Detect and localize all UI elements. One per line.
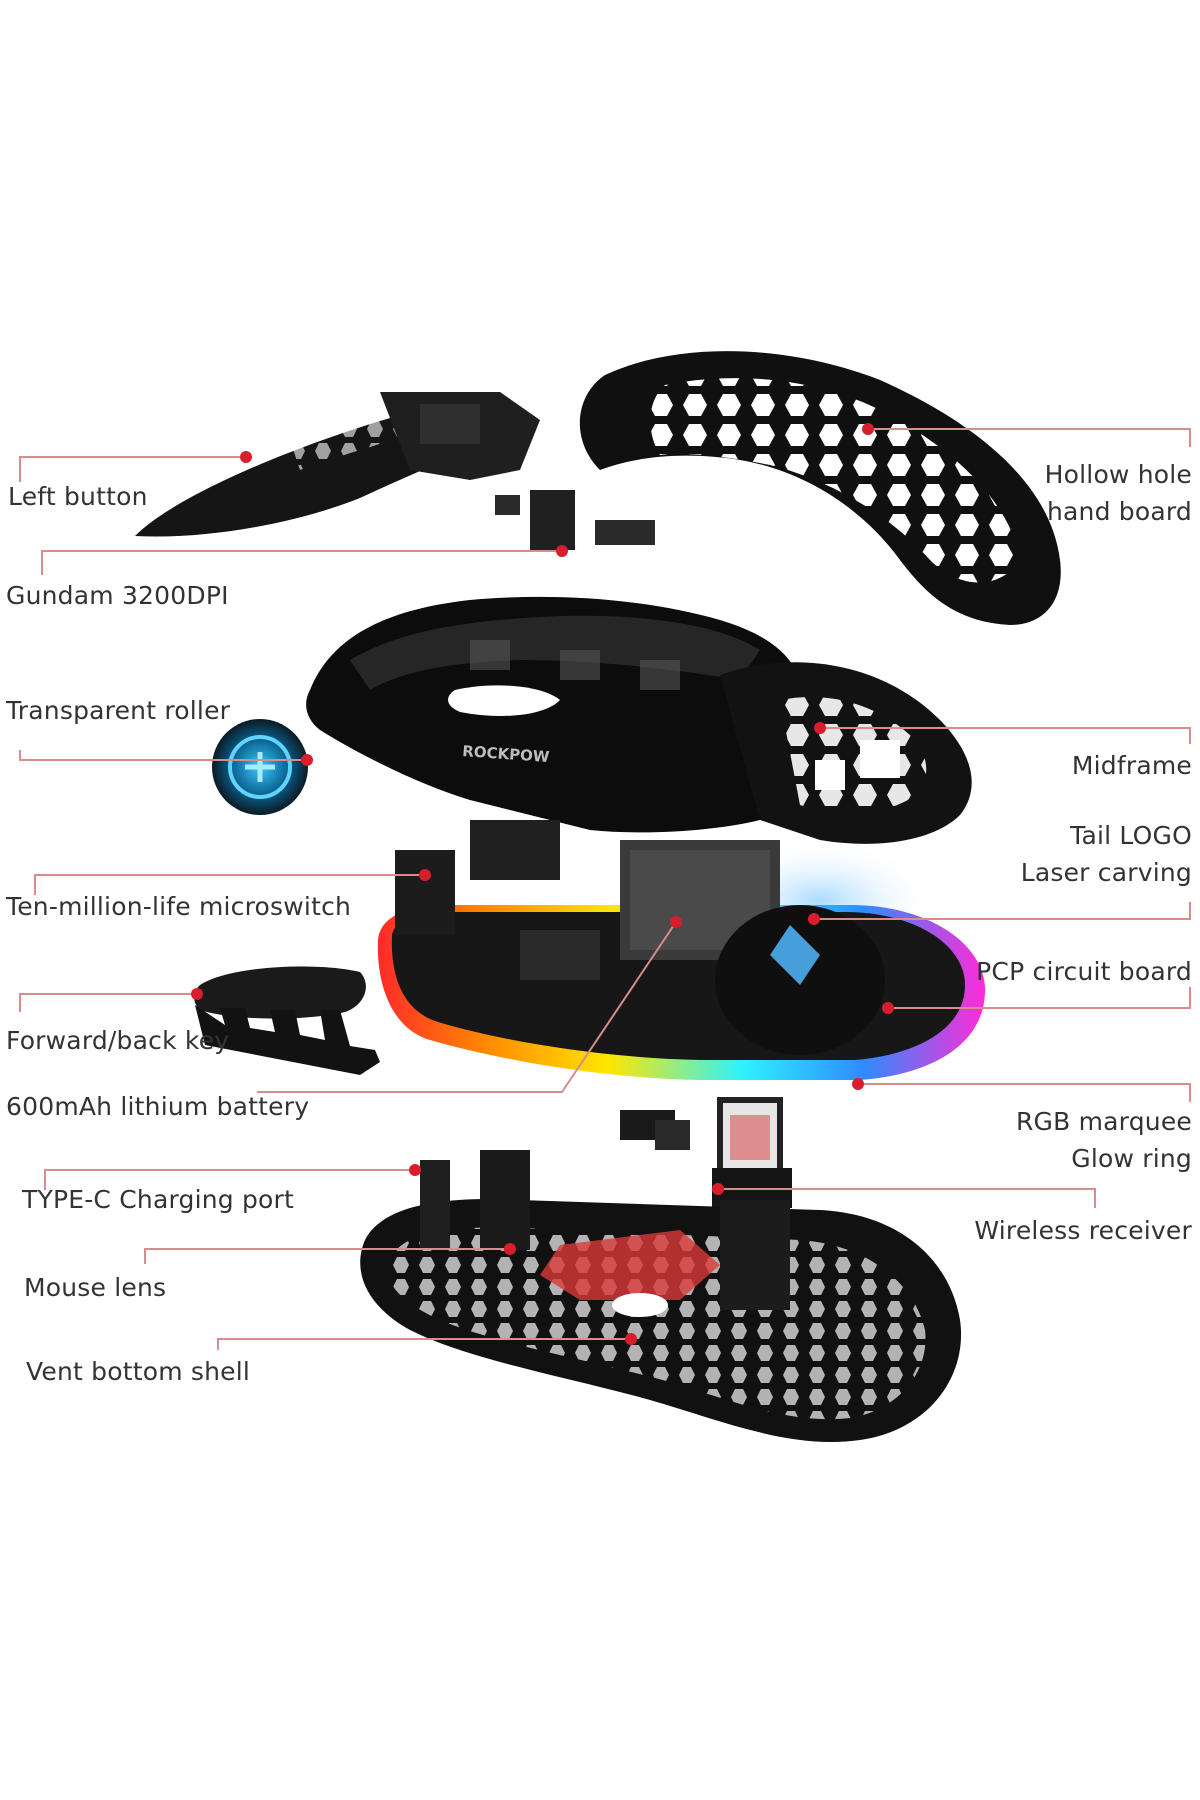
label-battery: 600mAh lithium battery <box>6 1092 310 1121</box>
label-hand-board-line2: hand board <box>1046 497 1192 526</box>
label-circuit-board: PCP circuit board <box>976 957 1192 986</box>
receiver-part <box>620 1097 792 1208</box>
label-hand-board-line1: Hollow hole <box>1044 460 1192 489</box>
label-side-keys: Forward/back key <box>6 1026 230 1055</box>
leader-dots <box>191 423 894 1345</box>
label-tail-logo-line1: Tail LOGO <box>1070 821 1192 850</box>
pcb-part <box>377 820 986 1080</box>
label-glow-ring-line2: Glow ring <box>1071 1144 1192 1173</box>
label-charging-port: TYPE-C Charging port <box>22 1185 295 1214</box>
label-left-button: Left button <box>8 482 148 511</box>
roller-part <box>212 719 308 815</box>
label-sensor: Gundam 3200DPI <box>6 581 229 610</box>
sensor-part <box>495 490 655 550</box>
left-button-part <box>135 392 540 537</box>
midframe-part: ROCKPOW <box>306 596 972 844</box>
label-midframe: Midframe <box>1071 751 1192 780</box>
label-roller: Transparent roller <box>6 696 231 725</box>
label-glow-ring-line1: RGB marquee <box>1015 1107 1192 1136</box>
label-microswitch: Ten-million-life microswitch <box>6 892 352 921</box>
side-keys-part <box>194 966 380 1075</box>
hollow-hand-board-part <box>579 351 1061 625</box>
label-tail-logo-line2: Laser carving <box>1020 858 1192 887</box>
leader-lines <box>19 428 1191 1350</box>
label-receiver: Wireless receiver <box>974 1216 1192 1245</box>
label-lens: Mouse lens <box>24 1273 167 1302</box>
bottom-shell-part <box>360 1150 962 1442</box>
label-bottom-shell: Vent bottom shell <box>26 1357 251 1386</box>
